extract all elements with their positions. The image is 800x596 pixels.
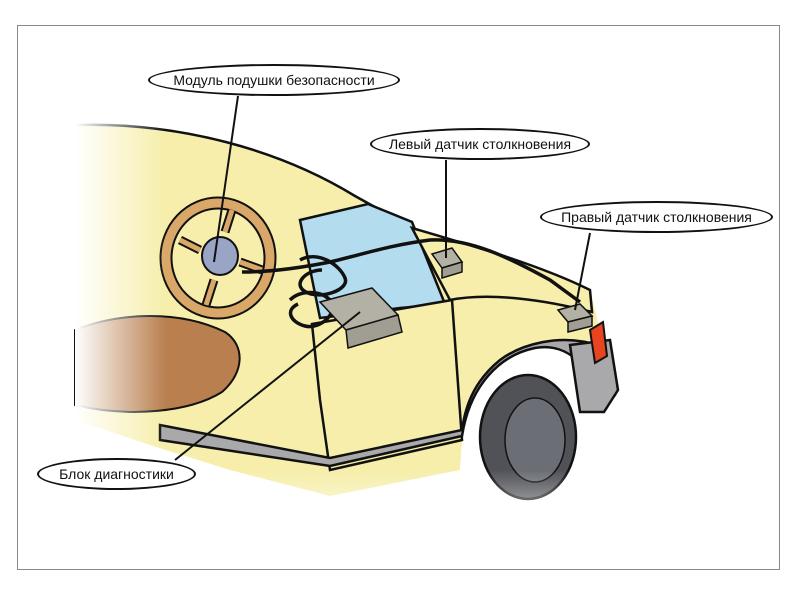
label-airbag-module: Модуль подушки безопасности (148, 64, 400, 96)
leader-diagnostic (174, 311, 361, 461)
label-right-crash-sensor: Правый датчик столкновения (540, 201, 773, 233)
diagnostic-unit-box (318, 287, 403, 349)
leader-right-sensor (574, 232, 591, 311)
turn-indicator (588, 320, 609, 365)
label-left-crash-sensor: Левый датчик столкновения (370, 128, 590, 160)
label-diagnostic-unit: Блок диагностики (37, 458, 196, 490)
front-rim (504, 397, 566, 483)
leader-airbag (213, 95, 239, 263)
right-crash-sensor (556, 303, 594, 333)
